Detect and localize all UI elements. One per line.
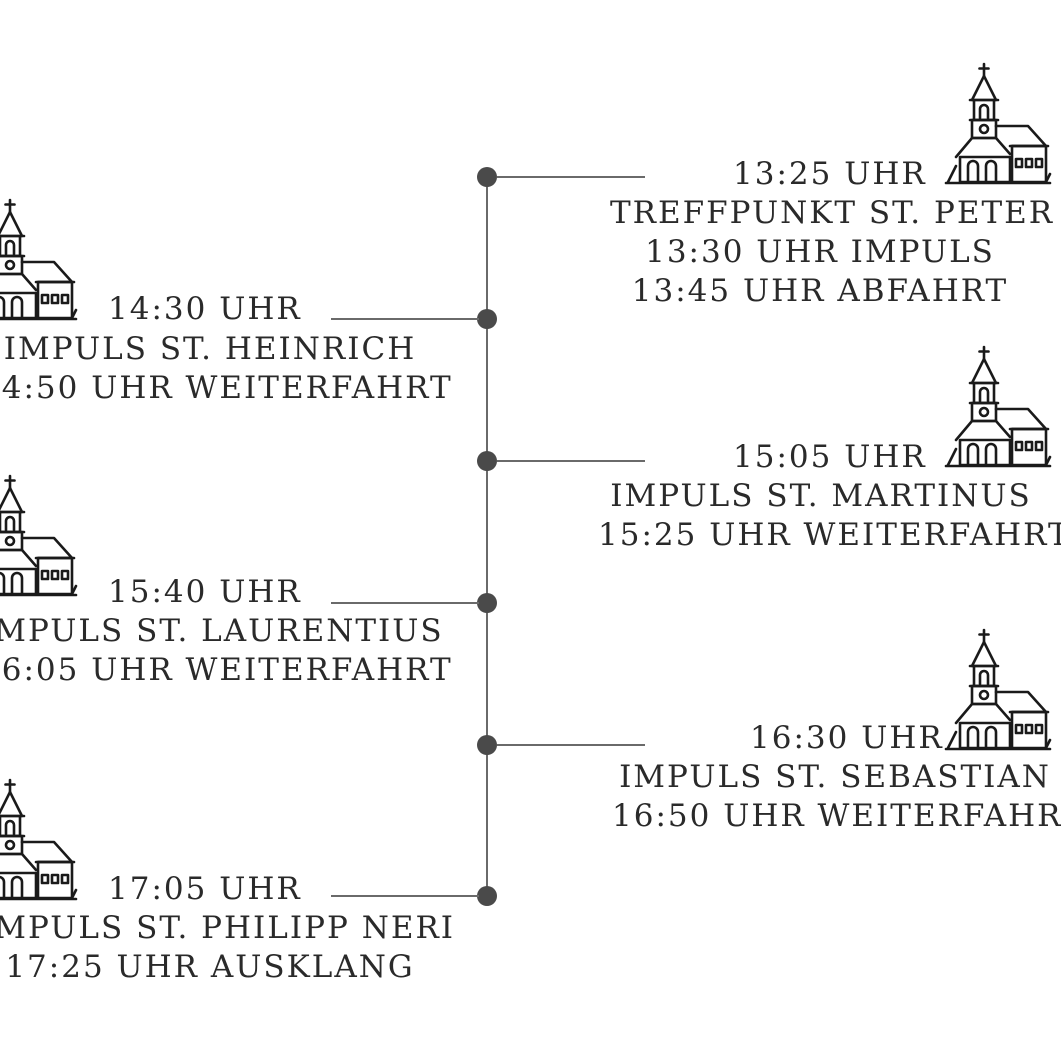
stop-details: TREFFPUNKT ST. PETER 13:30 UHR IMPULS 13… bbox=[610, 194, 1055, 311]
stop-line: IMPULS ST. LAURENTIUS bbox=[0, 613, 444, 649]
timeline-node bbox=[477, 451, 497, 471]
stop-line: 14:50 UHR WEITERFAHRT bbox=[0, 370, 453, 406]
connector-line bbox=[497, 460, 645, 462]
stop-time: 13:25 UHR bbox=[733, 156, 927, 192]
stop-line: IMPULS ST. HEINRICH bbox=[3, 331, 417, 367]
stop-time: 15:05 UHR bbox=[733, 439, 927, 475]
stop-line: TREFFPUNKT ST. PETER bbox=[610, 195, 1055, 231]
church-icon bbox=[942, 62, 1052, 186]
connector-line bbox=[331, 602, 479, 604]
timeline-node bbox=[477, 886, 497, 906]
connector-line bbox=[331, 318, 479, 320]
stop-time: 16:30 UHR bbox=[750, 720, 944, 756]
church-icon bbox=[942, 628, 1052, 752]
church-icon bbox=[0, 198, 78, 322]
stop-details: IMPULS ST. SEBASTIAN 16:50 UHR WEITERFAH… bbox=[612, 758, 1061, 836]
stop-line: 13:30 UHR IMPULS bbox=[645, 234, 995, 270]
stop-line: 17:25 UHR AUSKLANG bbox=[5, 949, 415, 985]
stop-time: 14:30 UHR bbox=[108, 291, 302, 327]
connector-line bbox=[331, 895, 479, 897]
stop-line: IMPULS ST. PHILIPP NERI bbox=[0, 910, 456, 946]
stop-details: IMPULS ST. MARTINUS 15:25 UHR WEITERFAHR… bbox=[598, 477, 1061, 555]
stop-details: IMPULS ST. PHILIPP NERI 17:25 UHR AUSKLA… bbox=[0, 909, 456, 987]
church-icon bbox=[0, 474, 78, 598]
connector-line bbox=[497, 176, 645, 178]
connector-line bbox=[497, 744, 645, 746]
timeline-node bbox=[477, 735, 497, 755]
stop-time: 15:40 UHR bbox=[108, 574, 302, 610]
timeline-node bbox=[477, 167, 497, 187]
timeline-node bbox=[477, 593, 497, 613]
stop-line: 16:50 UHR WEITERFAHRT bbox=[612, 798, 1061, 834]
timeline-node bbox=[477, 309, 497, 329]
stop-time: 17:05 UHR bbox=[108, 871, 302, 907]
stop-line: 13:45 UHR ABFAHRT bbox=[631, 273, 1009, 309]
stop-line: IMPULS ST. SEBASTIAN bbox=[619, 759, 1051, 795]
timeline-axis bbox=[486, 177, 488, 897]
stop-line: IMPULS ST. MARTINUS bbox=[610, 478, 1032, 514]
stop-details: IMPULS ST. HEINRICH 14:50 UHR WEITERFAHR… bbox=[0, 330, 453, 408]
church-icon bbox=[0, 778, 78, 902]
stop-line: 16:05 UHR WEITERFAHRT bbox=[0, 652, 453, 688]
stop-line: 15:25 UHR WEITERFAHRT bbox=[598, 517, 1061, 553]
church-icon bbox=[942, 345, 1052, 469]
stop-details: IMPULS ST. LAURENTIUS 16:05 UHR WEITERFA… bbox=[0, 612, 453, 690]
